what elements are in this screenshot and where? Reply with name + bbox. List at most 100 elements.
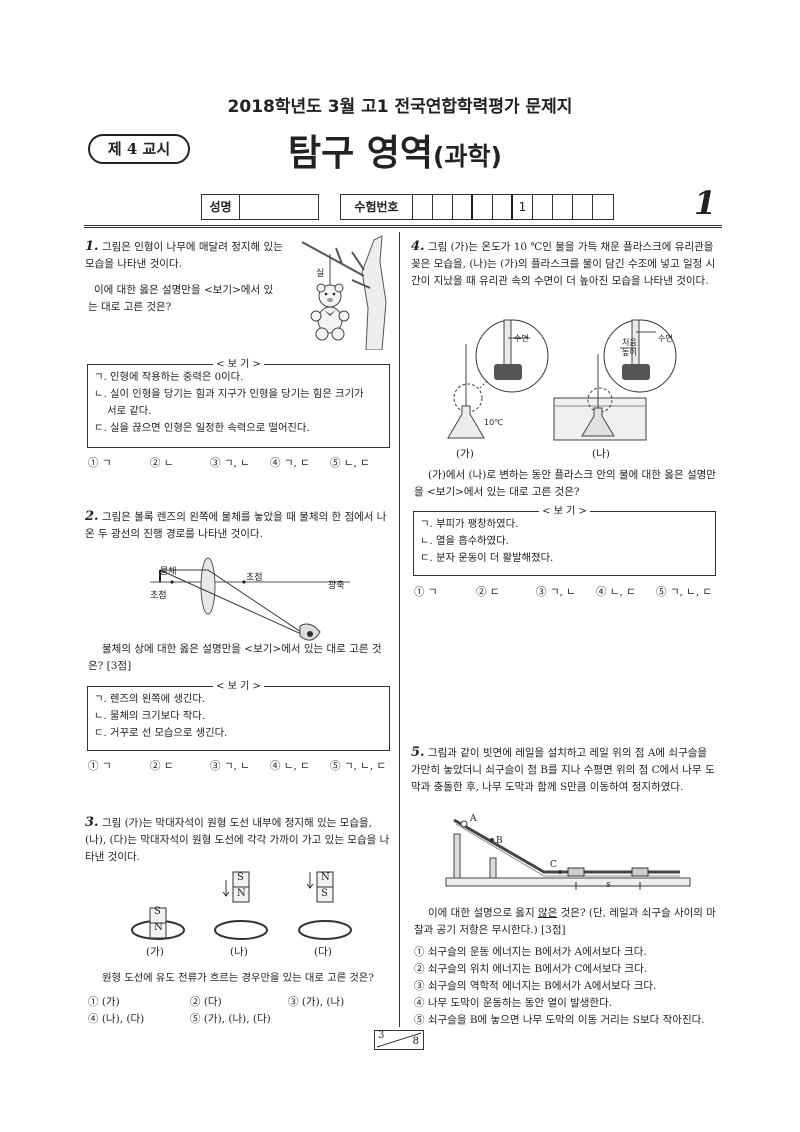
exam-number-cell[interactable] (493, 195, 513, 219)
rail-figure (445, 818, 691, 890)
page-indicator: 3 8 (374, 1030, 424, 1050)
axis-label: 광축 (328, 581, 345, 591)
fig-label: (나) (230, 946, 248, 958)
question-number: 3. (85, 815, 99, 830)
choice[interactable]: ⑤ ㄱ, ㄴ, ㄷ (330, 760, 387, 772)
surface-label-a: 수면 (514, 334, 529, 343)
magnet-a-s: S (154, 906, 161, 917)
surface-label-b: 수면 (658, 334, 673, 343)
choice[interactable]: ② ㄷ (476, 586, 500, 598)
question-text: 그림은 볼록 렌즈의 왼쪽에 물체를 놓았을 때 물체의 한 점에서 나온 두 … (85, 511, 387, 540)
question-number: 2. (85, 509, 99, 524)
exam-number-cell[interactable] (553, 195, 573, 219)
question-4-prompt: (가)에서 (나)로 변하는 동안 플라스크 안의 물에 대한 옳은 설명만을 … (414, 469, 716, 498)
exam-number-cell[interactable] (533, 195, 553, 219)
initial-label: 처음 (622, 338, 637, 347)
name-label: 성명 (202, 195, 240, 219)
choice[interactable]: ④ 나무 도막이 운동하는 동안 열이 발생한다. (414, 997, 613, 1009)
exam-number-cell[interactable] (573, 195, 593, 219)
question-text: 그림 (가)는 막대자석이 원형 도선 내부에 정지해 있는 모습을, (나),… (85, 817, 390, 863)
question-1: 1. 그림은 인형이 나무에 매달려 정지해 있는 모습을 나타낸 것이다. (85, 238, 285, 273)
choice[interactable]: ③ (가), (나) (288, 996, 345, 1008)
choice[interactable]: ① ㄱ (88, 457, 112, 469)
question-number: 1. (85, 239, 99, 254)
bogi-item: ㄷ. 분자 운동이 더 활발해졌다. (420, 552, 554, 564)
bogi-legend: < 보 기 > (539, 506, 590, 517)
magnet-loop-figure (131, 871, 352, 940)
page-number: 1 (694, 184, 717, 222)
bogi-legend: < 보 기 > (213, 359, 264, 370)
page-current: 3 (378, 1030, 385, 1041)
page-slash (376, 1032, 422, 1048)
subject-sub: (과학) (433, 142, 502, 171)
choice[interactable]: ④ ㄴ, ㄷ (596, 586, 636, 598)
name-field[interactable] (240, 195, 318, 219)
choice[interactable]: ③ ㄱ, ㄴ (210, 760, 250, 772)
choice[interactable]: ① ㄱ (88, 760, 112, 772)
choice[interactable]: ③ ㄱ, ㄴ (536, 586, 576, 598)
fig-label: (가) (456, 448, 474, 460)
focus-right-label: 초점 (246, 573, 263, 583)
magnet-c-s: S (321, 888, 328, 899)
choice[interactable]: ② (다) (190, 996, 222, 1008)
fig-label: (나) (592, 448, 610, 460)
object-label: 물체 (160, 567, 177, 577)
choice[interactable]: ② ㄷ (150, 760, 174, 772)
period-badge: 제 4 교시 (88, 134, 190, 164)
choice[interactable]: ⑤ ㄱ, ㄴ, ㄷ (656, 586, 713, 598)
exam-number-cell[interactable] (413, 195, 433, 219)
choice[interactable]: ② ㄴ (150, 457, 174, 469)
question-number: 4. (411, 239, 425, 254)
choice[interactable]: ④ ㄱ, ㄷ (270, 457, 310, 469)
point-a-label: A (470, 814, 477, 824)
bogi-legend: < 보 기 > (213, 681, 264, 692)
bogi-item: ㄱ. 인형에 작용하는 중력은 0이다. (94, 371, 244, 383)
choice[interactable]: ③ ㄱ, ㄴ (210, 457, 250, 469)
question-5-prompt: 이에 대한 설명으로 옳지 않은 것은? (단, 레일과 쇠구슬 사이의 마찰과… (414, 905, 718, 939)
page-total: 8 (412, 1036, 419, 1047)
magnet-a-n: N (154, 922, 163, 933)
flask-figure (447, 319, 677, 441)
point-b-label: B (496, 836, 503, 846)
string-label: 실 (316, 269, 325, 279)
lens-figure (150, 557, 350, 641)
period-label: 제 4 교시 (107, 140, 171, 158)
column-divider (399, 232, 400, 1027)
question-text: 그림과 같이 빗면에 레일을 설치하고 레일 위의 점 A에 쇠구슬을 가만히 … (411, 747, 715, 793)
exam-number-cell[interactable] (433, 195, 453, 219)
temp-label: 10℃ (484, 418, 504, 427)
choice[interactable]: ④ (나), (다) (88, 1013, 145, 1025)
point-c-label: C (550, 860, 557, 870)
question-5: 5. 그림과 같이 빗면에 레일을 설치하고 레일 위의 점 A에 쇠구슬을 가… (411, 744, 717, 796)
choice[interactable]: ② 쇠구슬의 위치 에너지는 B에서가 C에서보다 크다. (414, 963, 648, 975)
question-1-bogi: < 보 기 > ㄱ. 인형에 작용하는 중력은 0이다. ㄴ. 실이 인형을 당… (87, 359, 390, 448)
bogi-item: ㄴ. 실이 인형을 당기는 힘과 지구가 인형을 당기는 힘은 크기가 서로 같… (94, 388, 364, 417)
bogi-item: ㄷ. 거꾸로 선 모습으로 생긴다. (94, 727, 228, 739)
choice[interactable]: ③ 쇠구슬의 역학적 에너지는 B에서가 A에서보다 크다. (414, 980, 657, 992)
exam-number-cell[interactable] (593, 195, 613, 219)
magnet-b-n: N (237, 888, 246, 899)
question-number: 5. (411, 745, 425, 760)
distance-s-label: s (606, 880, 611, 890)
height-label: 높이 (622, 348, 637, 357)
choice[interactable]: ⑤ (가), (나), (다) (190, 1013, 271, 1025)
exam-number-fixed-digit: 1 (513, 195, 533, 219)
question-4-bogi: < 보 기 > ㄱ. 부피가 팽창하였다. ㄴ. 열을 흡수하였다. ㄷ. 분자… (413, 506, 716, 576)
magnet-b-s: S (237, 872, 244, 883)
choice[interactable]: ④ ㄴ, ㄷ (270, 760, 310, 772)
focus-left-label: 초점 (150, 591, 167, 601)
choice[interactable]: ⑤ ㄴ, ㄷ (330, 457, 370, 469)
magnet-c-n: N (321, 872, 330, 883)
prompt-emphasis: 않은 (537, 907, 558, 919)
choice[interactable]: ① (가) (88, 996, 120, 1008)
choice[interactable]: ⑤ 쇠구슬을 B에 놓으면 나무 도막의 이동 거리는 S보다 작아진다. (414, 1014, 705, 1026)
prompt-part: 것은? (단, 레일과 쇠구슬 사이의 마찰과 공기 저항은 무시한다.) [3… (414, 907, 716, 936)
question-3: 3. 그림 (가)는 막대자석이 원형 도선 내부에 정지해 있는 모습을, (… (85, 814, 391, 866)
question-1-prompt: 이에 대한 옳은 설명만을 <보기>에서 있는 대로 고른 것은? (88, 284, 274, 313)
exam-number-cell[interactable] (453, 195, 473, 219)
choice[interactable]: ① 쇠구슬의 운동 에너지는 B에서가 A에서보다 크다. (414, 946, 647, 958)
choice[interactable]: ① ㄱ (414, 586, 438, 598)
exam-number-box: 수험번호 1 (340, 194, 614, 220)
exam-number-cell[interactable] (473, 195, 493, 219)
exam-title: 2018학년도 3월 고1 전국연합학력평가 문제지 (227, 97, 573, 117)
